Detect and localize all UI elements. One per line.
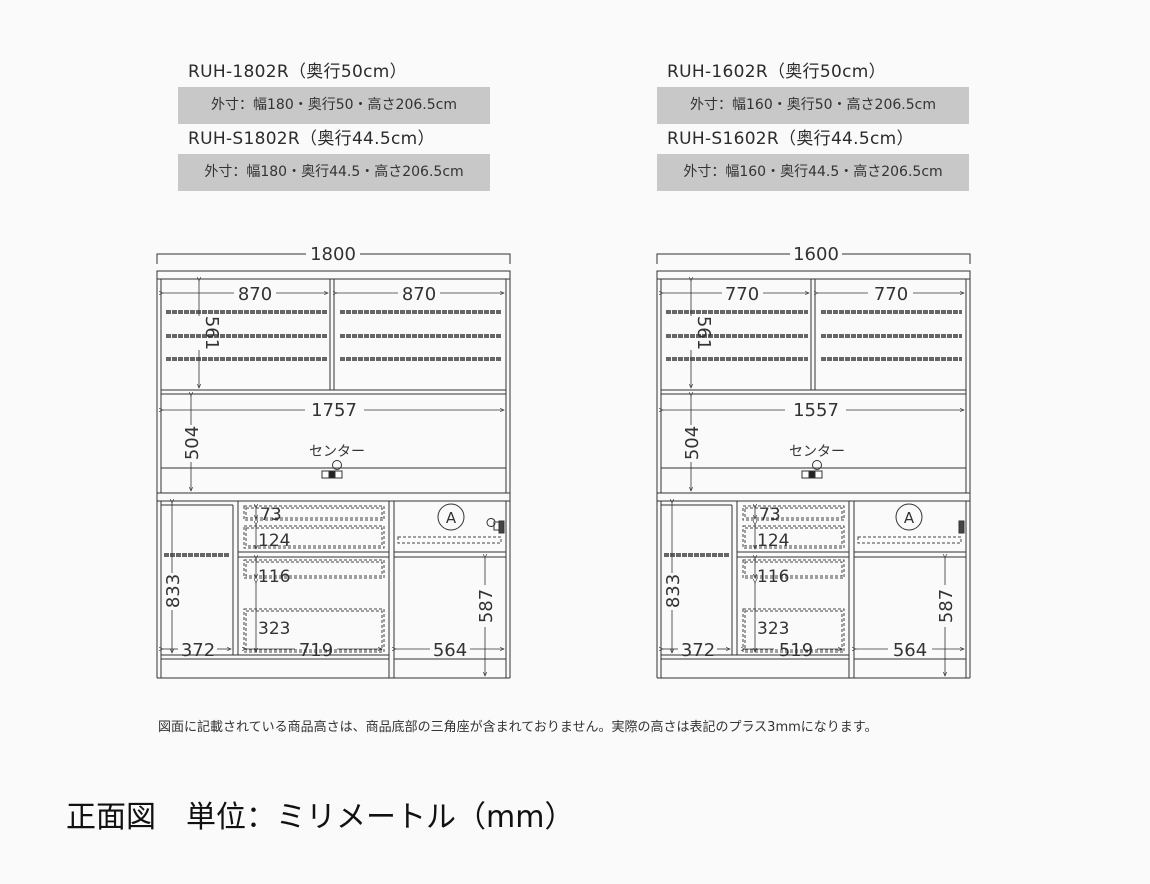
center-label: センター <box>309 444 365 460</box>
model-name: RUH-1802R（奥行50cm） <box>188 62 407 82</box>
dim-middle-height: 504 <box>682 426 703 460</box>
dim-drawer-width: 719 <box>299 640 333 661</box>
spec-box: 外寸：幅160・奥行50・高さ206.5cm <box>657 87 969 124</box>
spec-box-s: 外寸：幅160・奥行44.5・高さ206.5cm <box>657 154 969 191</box>
dim-drawer-2: 124 <box>757 531 789 551</box>
spec-box: 外寸：幅180・奥行50・高さ206.5cm <box>178 87 490 124</box>
dim-drawer-3: 116 <box>258 567 290 587</box>
dim-middle-height: 504 <box>182 426 203 460</box>
dim-drawer-3: 116 <box>757 567 789 587</box>
dim-right-cab-width: 564 <box>893 640 927 661</box>
dim-drawer-4: 323 <box>258 619 290 639</box>
dim-drawer-1: 73 <box>759 505 781 525</box>
dim-drawer-1: 73 <box>260 505 282 525</box>
dim-right-cab-height: 587 <box>476 589 497 623</box>
dim-left-cab-width: 372 <box>681 640 715 661</box>
dim-drawer-4: 323 <box>757 619 789 639</box>
dim-left-cab-width: 372 <box>181 640 215 661</box>
height-note: 図面に記載されている商品高さは、商品底部の三角座が含まれておりません。実際の高さ… <box>158 720 878 735</box>
cabinet-drawing-1600: 1600 770 770 561 1557 504 833 372 73 124… <box>656 244 971 679</box>
model-name-s: RUH-S1802R（奥行44.5cm） <box>188 129 435 149</box>
dim-upper-height: 561 <box>693 316 714 350</box>
dim-total-width: 1600 <box>793 244 839 265</box>
dim-total-width: 1800 <box>310 244 356 265</box>
dim-upper-height: 561 <box>201 316 222 350</box>
dim-upper-right-width: 770 <box>874 284 908 305</box>
drawing-caption: 正面図 単位：ミリメートル（mm） <box>66 800 575 835</box>
dim-upper-right-width: 870 <box>402 284 436 305</box>
center-label: センター <box>789 444 845 460</box>
dim-upper-left-width: 770 <box>725 284 759 305</box>
dim-right-cab-height: 587 <box>936 589 957 623</box>
dim-middle-width: 1557 <box>793 400 839 421</box>
marker-a: A <box>904 509 915 527</box>
model-2-spec: RUH-1602R（奥行50cm） 外寸：幅160・奥行50・高さ206.5cm… <box>657 57 969 191</box>
dim-upper-left-width: 870 <box>238 284 272 305</box>
spec-box-s: 外寸：幅180・奥行44.5・高さ206.5cm <box>178 154 490 191</box>
dim-drawer-width: 519 <box>779 640 813 661</box>
dim-middle-width: 1757 <box>311 400 357 421</box>
dim-right-cab-width: 564 <box>433 640 467 661</box>
model-1-spec: RUH-1802R（奥行50cm） 外寸：幅180・奥行50・高さ206.5cm… <box>178 57 490 191</box>
dim-drawer-2: 124 <box>258 531 290 551</box>
model-name: RUH-1602R（奥行50cm） <box>667 62 886 82</box>
marker-a: A <box>446 509 457 527</box>
dim-lower-height: 833 <box>163 574 184 608</box>
dim-lower-height: 833 <box>663 574 684 608</box>
model-name-s: RUH-S1602R（奥行44.5cm） <box>667 129 914 149</box>
cabinet-drawing-1800: 1800 870 870 561 1757 504 833 372 73 124… <box>156 244 511 679</box>
